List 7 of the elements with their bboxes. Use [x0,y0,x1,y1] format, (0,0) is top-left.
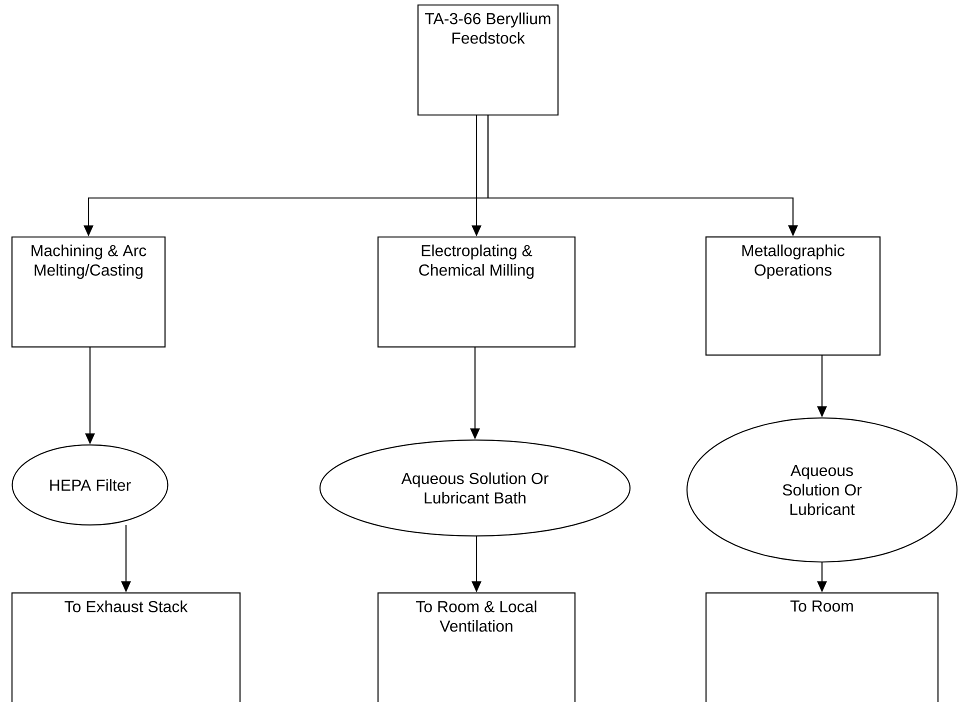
process-box: Machining & Arc Melting/Casting [11,236,166,348]
process-box: Electroplating & Chemical Milling [377,236,576,348]
process-box: To Room & Local Ventilation [377,592,576,702]
process-box: TA-3-66 Beryllium Feedstock [417,4,559,116]
process-box: To Exhaust Stack [11,592,241,702]
process-box: Metallographic Operations [705,236,881,356]
process-box: To Room [705,592,939,702]
